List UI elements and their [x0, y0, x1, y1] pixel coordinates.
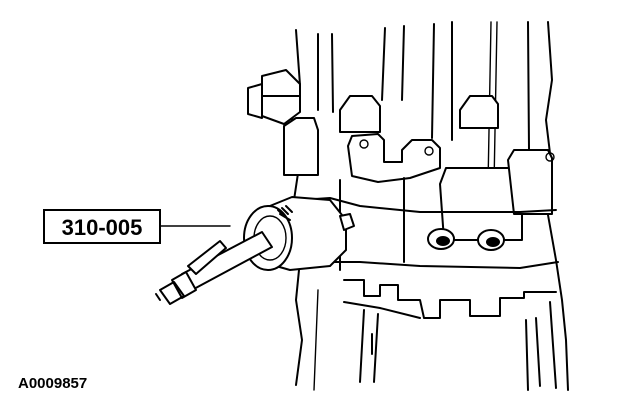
tool-callout: 310-005 — [43, 209, 231, 244]
special-tool-310-005 — [155, 196, 355, 305]
figure-id-label: A0009857 — [18, 375, 87, 392]
engine-casting — [247, 21, 569, 391]
tool-number-label: 310-005 — [62, 215, 143, 240]
callout-box — [43, 209, 161, 244]
